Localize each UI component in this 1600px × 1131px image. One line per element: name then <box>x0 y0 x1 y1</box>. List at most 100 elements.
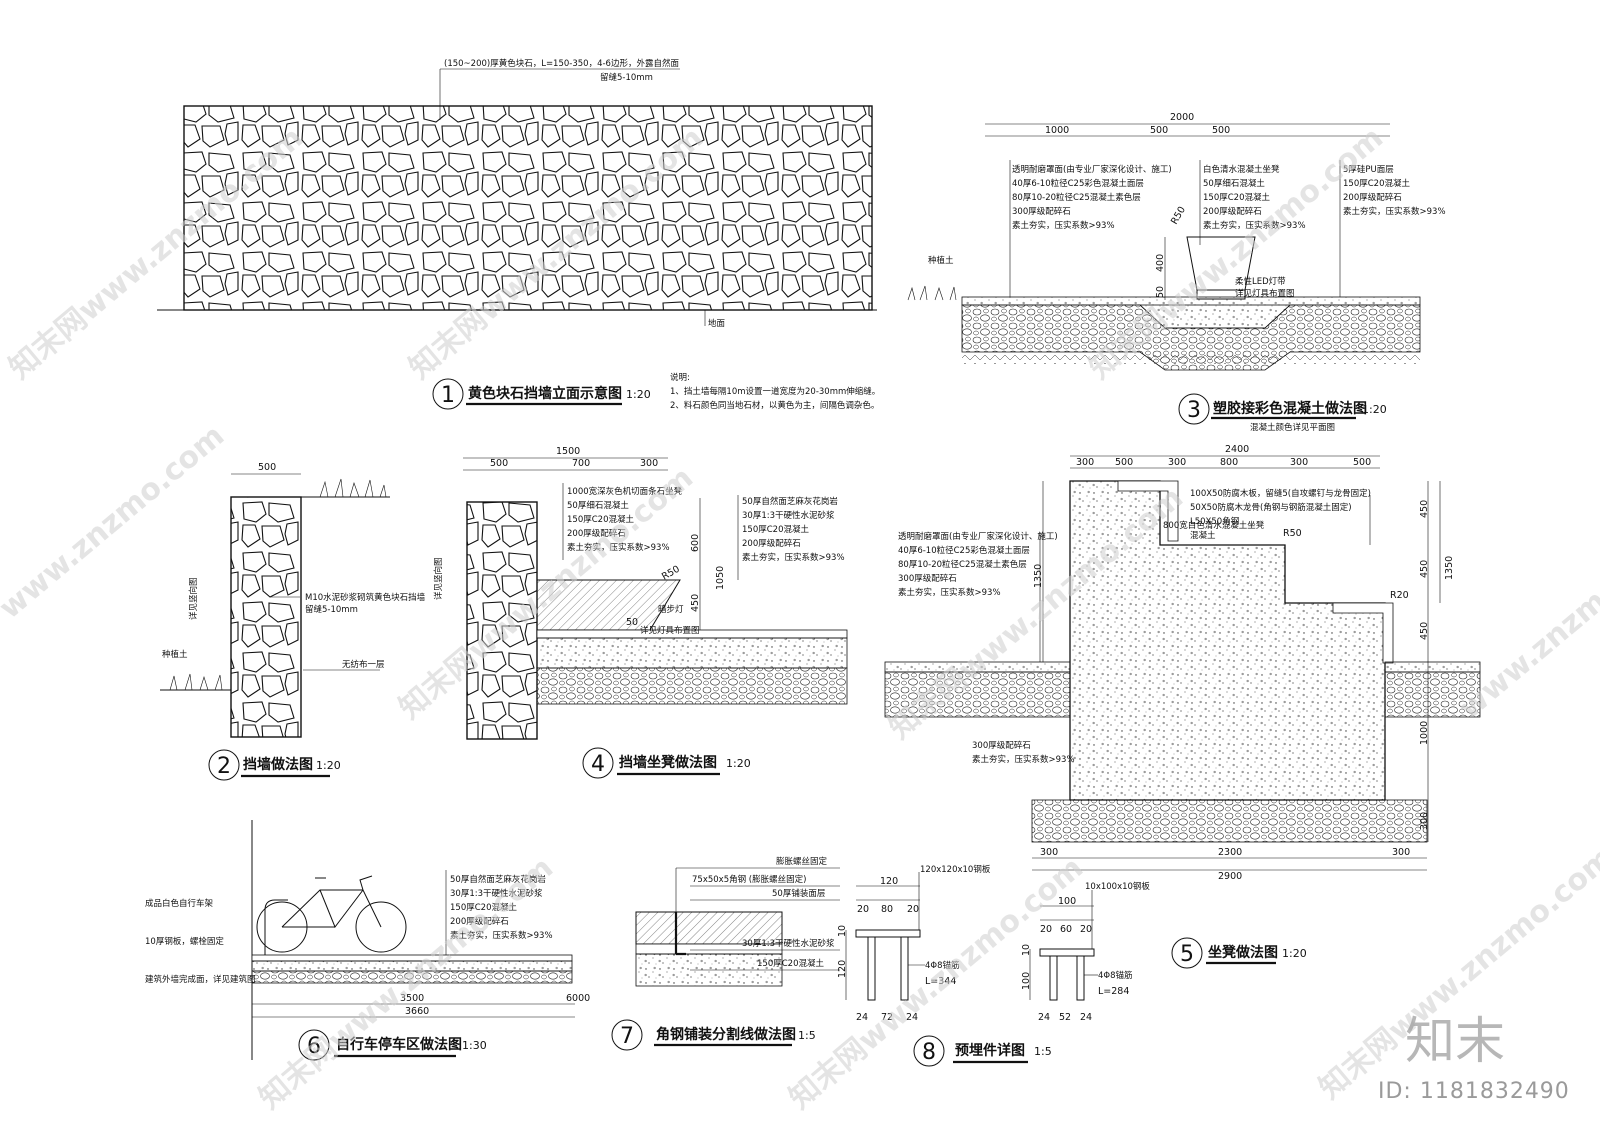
dim: 6000 <box>566 993 590 1004</box>
layer-note: 200厚级配碎石 <box>450 916 509 927</box>
detail-1: (150~200)厚黄色块石，L=150-350，4-6边形，外露自然面 留缝5… <box>157 58 880 411</box>
dim: 10 <box>837 925 848 937</box>
dim: 24 <box>1080 1012 1092 1023</box>
dim: 1350 <box>1444 556 1455 580</box>
detail-scale: 1:5 <box>1034 1045 1052 1058</box>
detail-number: 7 <box>620 1024 634 1049</box>
layer-note: 40厚6-10粒径C25彩色混凝土面层 <box>898 545 1030 556</box>
stone-wall-section <box>230 496 302 738</box>
plate-b <box>1039 948 1095 957</box>
layer-note: 40厚6-10粒径C25彩色混凝土面层 <box>1012 178 1144 189</box>
dim: 1500 <box>556 446 580 457</box>
detail-title: 坐凳做法图 <box>1208 944 1278 961</box>
detail-title: 自行车停车区做法图 <box>336 1036 462 1053</box>
plate-label: 10x100x10钢板 <box>1085 881 1150 892</box>
dim: 20 <box>857 904 869 915</box>
detail-marker-1 <box>432 378 464 410</box>
dim: 600 <box>690 534 701 552</box>
layer-note: 素土夯实，压实系数>93% <box>1343 206 1446 217</box>
watermark-tile: 知末网www.znzmo.com <box>783 850 1090 1116</box>
dim: 3500 <box>400 993 424 1004</box>
vertical-ref-note: 详见竖向图 <box>433 557 444 600</box>
watermark-id: ID: 1181832490 <box>1378 1079 1570 1104</box>
vertical-ref-note: 详见竖向图 <box>188 577 199 620</box>
plate-label: 120x120x10钢板 <box>920 864 991 875</box>
detail-3: 2000 1000 500 500 透明耐磨罩面(由专业厂家深化设计、施工) 4… <box>907 112 1446 433</box>
layer-note: 素土夯实，压实系数>93% <box>1012 220 1115 231</box>
dim: 10 <box>1021 944 1032 956</box>
layer-note: 白色清水混凝土坐凳 <box>1203 164 1280 175</box>
dim: 300 <box>1290 457 1308 468</box>
plate-note: 10厚钢板，螺栓固定 <box>145 936 224 947</box>
layer-note: 150厚C20混凝土 <box>1343 178 1410 189</box>
dim: 300 <box>1168 457 1186 468</box>
dim: 20 <box>1040 924 1052 935</box>
wall-note: M10水泥砂浆砌筑黄色块石挡墙 <box>305 592 426 603</box>
bicycle-icon <box>256 875 407 953</box>
detail-scale: 1:20 <box>626 388 651 401</box>
dim: 700 <box>572 458 590 469</box>
layer-note: 素土夯实，压实系数>93% <box>742 552 845 563</box>
stone-wall-elevation <box>183 105 873 311</box>
dim: 1000 <box>1045 125 1069 136</box>
radius-label: R50 <box>1283 528 1302 539</box>
dim: 450 <box>690 594 701 612</box>
lamp-ref-note: 详见灯具布置图 <box>640 625 700 636</box>
detail-5: 2400 300 500 300 800 300 500 100X50防腐木板，… <box>884 444 1481 969</box>
detail-2: 500 M10水泥砂浆砌筑黄色块石挡墙 留缝5-10mm 无纺布一层 种植土 详… <box>160 462 426 781</box>
dim: 24 <box>906 1012 918 1023</box>
detail-marker-2 <box>208 749 240 781</box>
layer-note: 80厚10-20粒径C25混凝土素色层 <box>1012 192 1141 203</box>
detail-subtitle: 混凝土颜色详见平面图 <box>1250 422 1335 433</box>
dim: 100 <box>1021 972 1032 990</box>
joint-note: 留缝5-10mm <box>600 72 653 83</box>
led-note: 柔性LED灯带 <box>1235 276 1286 287</box>
bolt-note: 膨胀螺丝固定 <box>776 856 828 867</box>
layer-note: 50厚铺装面层 <box>772 888 825 899</box>
dim: 100 <box>1058 896 1076 907</box>
layer-note: 300厚级配碎石 <box>898 573 957 584</box>
explain-line: 1、挡土墙每隔10m设置一道宽度为20-30mm伸缩缝。 <box>670 386 880 397</box>
dim: 1000 <box>1419 721 1430 745</box>
layer-note: 200厚级配碎石 <box>742 538 801 549</box>
layer-note: 200厚级配碎石 <box>1343 192 1402 203</box>
dim: 2400 <box>1225 444 1249 455</box>
rack-note: 成品白色自行车架 <box>145 898 214 909</box>
dim: 3660 <box>405 1006 429 1017</box>
dim: 500 <box>490 458 508 469</box>
detail-scale: 1:20 <box>1362 403 1387 416</box>
explain-line: 2、料石颜色同当地石材，以黄色为主，间隔色调杂色。 <box>670 400 879 411</box>
detail-scale: 1:20 <box>1282 947 1307 960</box>
layer-note: 素土夯实，压实系数>93% <box>898 587 1001 598</box>
dim: 450 <box>1419 622 1430 640</box>
layer-note: 混凝土 <box>1190 530 1216 541</box>
detail-title: 挡墙坐凳做法图 <box>619 754 717 771</box>
detail-marker-7 <box>611 1019 643 1051</box>
bench-note: 800宽白色清水混凝土坐凳 <box>1163 520 1265 531</box>
dim: 20 <box>907 904 919 915</box>
layer-note: L50X50角钢 <box>1190 516 1239 527</box>
layer-note: 透明耐磨罩面(由专业厂家深化设计、施工) <box>1012 164 1172 175</box>
dim: 300 <box>1419 812 1430 830</box>
dim: 50 <box>1155 286 1166 298</box>
dim: 800 <box>1220 457 1238 468</box>
layer-note: 素土夯实，压实系数>93% <box>972 754 1075 765</box>
dim: 500 <box>1115 457 1133 468</box>
dim: 2300 <box>1218 847 1242 858</box>
lamp-ref-note: 详见灯具布置图 <box>1235 288 1295 299</box>
detail-title: 塑胶接彩色混凝土做法图 <box>1213 400 1367 417</box>
detail-8: 120 20 80 20 120x120x10钢板 10 120 24 72 2… <box>837 864 1150 1067</box>
layer-note: 100X50防腐木板，留缝5(自攻螺钉与龙骨固定) <box>1190 488 1371 499</box>
soil-note: 种植土 <box>162 649 188 660</box>
layer-note: 素土夯实，压实系数>93% <box>567 542 670 553</box>
layer-note: 30厚1:3干硬性水泥砂浆 <box>742 510 835 521</box>
layer-note: 200厚级配碎石 <box>567 528 626 539</box>
detail-marker-4 <box>582 747 614 779</box>
dim: 500 <box>258 462 276 473</box>
detail-scale: 1:20 <box>316 759 341 772</box>
layer-note: 300厚级配碎石 <box>1012 206 1071 217</box>
dim: 2000 <box>1170 112 1194 123</box>
layer-note: 素土夯实，压实系数>93% <box>450 930 553 941</box>
detail-marker-6 <box>298 1029 330 1061</box>
